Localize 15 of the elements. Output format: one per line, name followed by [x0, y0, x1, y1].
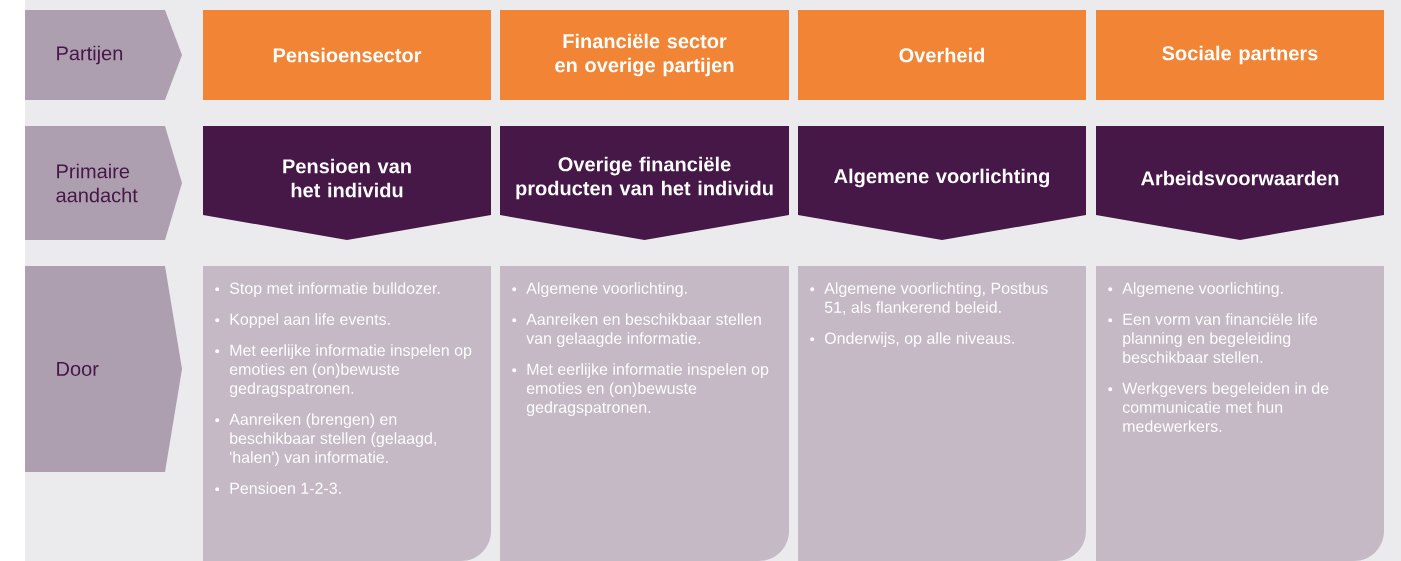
pentagon-box: Arbeidsvoorwaarden — [1096, 126, 1384, 240]
party-box: Sociale partners — [1096, 10, 1384, 100]
bullet-card: Algemene voorlichting, Postbus 51, als flankerend beleid. Onderwijs, op alle niveaus. — [798, 266, 1086, 561]
pentagon-box: Overige financiële producten van het individu — [500, 126, 789, 240]
bullet-card: Stop met informatie bulldozer. Koppel aan life events. Met eerlijke informatie inspelen op emoties en (on)bewuste gedragspatronen. Aanreiken (brengen) en beschikbaar stellen (gelaagd, 'halen') van informatie. Pensioen 1-2-3. — [203, 266, 491, 561]
bullet-card: Algemene voorlichting. Aanreiken en beschikbaar stellen van gelaagde informatie. Met eerlijke informatie inspelen op emoties en (on)bewuste gedragspatronen. — [500, 266, 789, 561]
chevron-box: Door — [25, 266, 182, 472]
chevron-box: Primaire aandacht — [25, 126, 182, 240]
pentagon-box: Pensioen van het individu — [203, 126, 491, 240]
pentagon-box: Algemene voorlichting — [798, 126, 1086, 240]
party-box: Overheid — [798, 10, 1086, 100]
bullet-card: Algemene voorlichting. Een vorm van financiële life planning en begeleiding beschikbaar stellen. Werkgevers begeleiden in de communicatie met hun medewerkers. — [1096, 266, 1384, 561]
party-box: Pensioensector — [203, 10, 491, 100]
chevron-box: Partijen — [25, 10, 182, 100]
party-box: Financiële sector en overige partijen — [500, 10, 789, 100]
